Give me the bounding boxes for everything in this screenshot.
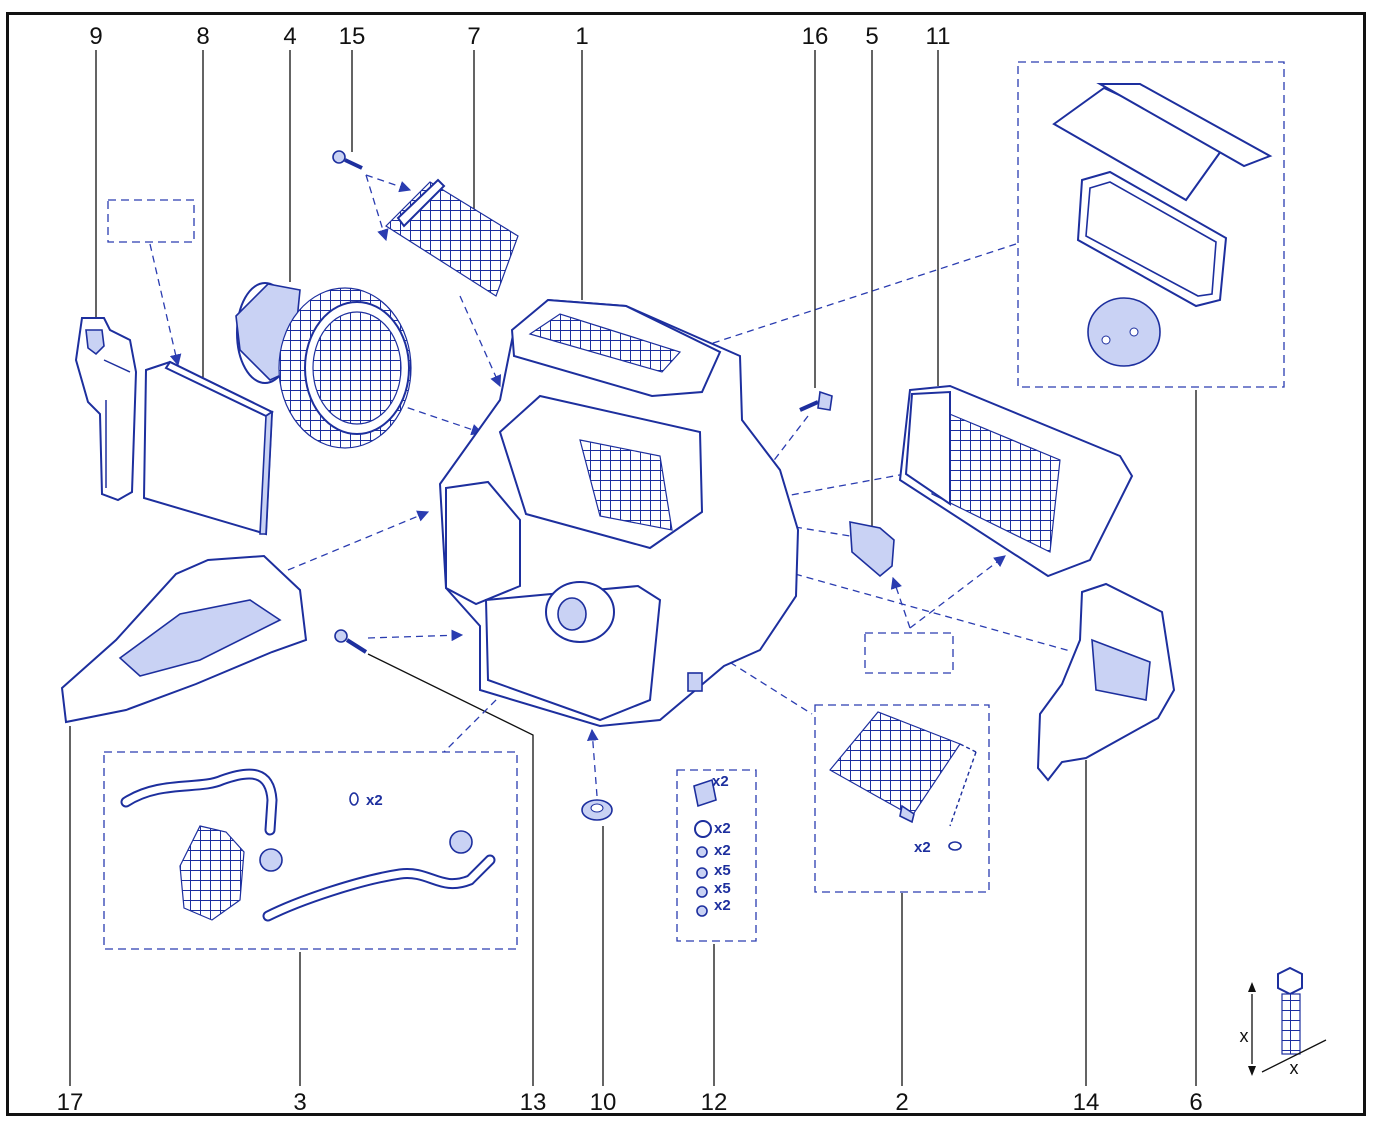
callout-13: 13 [520, 1089, 547, 1116]
actuator-part-5 [849, 521, 895, 578]
hose-kit-part-3: x2 [120, 768, 496, 922]
fastener-qty-4: x5 [714, 862, 731, 879]
side-duct-part-14 [1036, 582, 1176, 782]
kit-2-box [814, 704, 990, 893]
callout-7: 7 [467, 23, 480, 50]
drain-grommet-part-10 [581, 799, 613, 821]
filter-frame-part-7 [385, 178, 519, 297]
heater-core-part-2: x2 [829, 711, 977, 856]
callout-1: 1 [575, 23, 588, 50]
callout-16: 16 [802, 23, 829, 50]
callout-3: 3 [293, 1089, 306, 1116]
dimension-x-vertical: x [1240, 1026, 1249, 1046]
callout-15: 15 [339, 23, 366, 50]
callout-6: 6 [1189, 1089, 1202, 1116]
screw-part-13 [334, 629, 368, 654]
evaporator-housing-part-11 [898, 384, 1134, 578]
assembly-guides [149, 174, 1071, 797]
callout-14: 14 [1073, 1089, 1100, 1116]
callout-8: 8 [196, 23, 209, 50]
floor-duct-part-17 [60, 554, 308, 724]
bolt-dimension-symbol: x x [1240, 966, 1327, 1078]
callout-17: 17 [57, 1089, 84, 1116]
callout-labels: 9 8 4 15 7 1 16 5 11 17 3 13 10 12 2 14 … [57, 23, 1203, 1116]
blower-fan-part-4 [235, 282, 412, 449]
reference-box-left [107, 199, 195, 243]
kit-6-box [1017, 61, 1285, 388]
fastener-kit-part-12: x2 x2 x2 x5 x5 x2 [693, 773, 731, 917]
cabin-filter-part-8 [142, 360, 275, 536]
kit-3-box [103, 751, 518, 950]
callout-9: 9 [89, 23, 102, 50]
kit-12-box [676, 769, 757, 942]
heater-seal-qty: x2 [914, 839, 931, 856]
fastener-qty-3: x2 [714, 842, 731, 859]
callout-2: 2 [895, 1089, 908, 1116]
seal-kit-part-6 [1052, 83, 1273, 367]
callout-10: 10 [590, 1089, 617, 1116]
reference-box-right [864, 632, 954, 674]
leader-lines [69, 50, 1197, 1086]
fastener-qty-2: x2 [714, 820, 731, 837]
seal-quantity-label: x2 [366, 792, 383, 809]
callout-11: 11 [926, 23, 951, 50]
callout-4: 4 [283, 23, 296, 50]
fastener-qty-6: x2 [714, 897, 731, 914]
fastener-qty-1: x2 [712, 773, 729, 790]
callout-5: 5 [865, 23, 878, 50]
diagram-frame [6, 12, 1366, 1116]
kit-boxes [103, 61, 1285, 950]
dimension-x-horizontal: x [1290, 1058, 1299, 1078]
fastener-qty-5: x5 [714, 880, 731, 897]
callout-12: 12 [701, 1089, 728, 1116]
air-duct-part-9 [74, 317, 138, 502]
screw-part-16 [799, 390, 833, 412]
screw-part-15 [332, 150, 363, 170]
hvac-housing-part-1 [438, 298, 800, 728]
